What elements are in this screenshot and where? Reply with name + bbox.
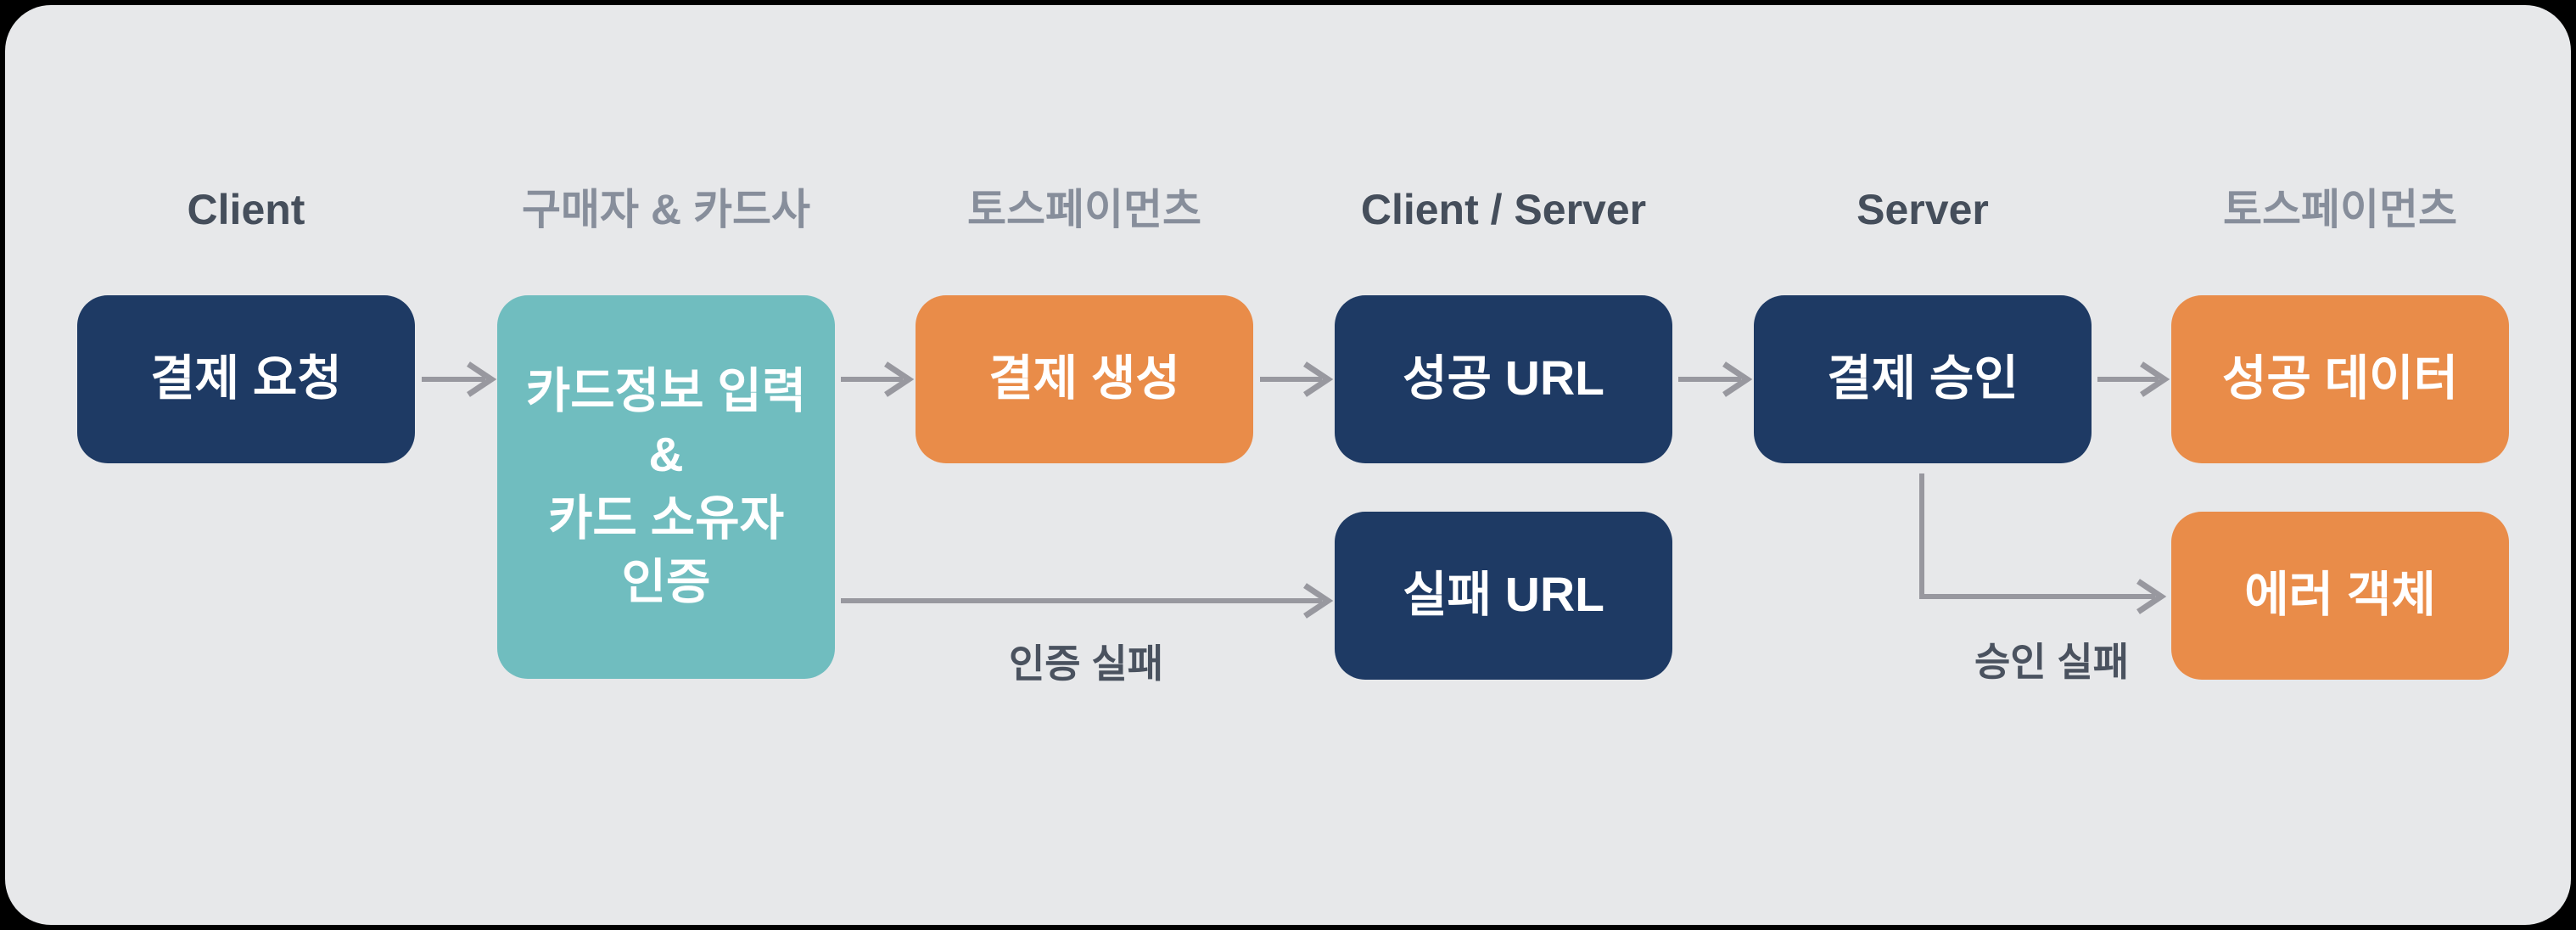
column-header-client: Client bbox=[187, 186, 305, 233]
node-card-info-input-auth: 카드정보 입력 & 카드 소유자 인증 bbox=[497, 295, 835, 679]
column-header-client-server: Client / Server bbox=[1360, 186, 1647, 233]
column-header-tosspayments-1: 토스페이먼츠 bbox=[967, 186, 1201, 233]
node-fail-url: 실패 URL bbox=[1335, 512, 1672, 680]
column-header-buyer-card-company: 구매자 & 카드사 bbox=[522, 186, 810, 233]
node-payment-approve: 결제 승인 bbox=[1754, 295, 2092, 463]
edge-label-approve-fail: 승인 실패 bbox=[1974, 640, 2130, 684]
edge-label-auth-fail: 인증 실패 bbox=[1008, 641, 1164, 686]
column-header-tosspayments-2: 토스페이먼츠 bbox=[2223, 186, 2457, 233]
column-header-server: Server bbox=[1856, 186, 1989, 233]
node-success-url: 성공 URL bbox=[1335, 295, 1672, 463]
node-error-object: 에러 객체 bbox=[2171, 512, 2509, 680]
diagram-panel bbox=[5, 5, 2571, 925]
node-payment-create: 결제 생성 bbox=[916, 295, 1253, 463]
node-success-data: 성공 데이터 bbox=[2171, 295, 2509, 463]
node-payment-request: 결제 요청 bbox=[77, 295, 415, 463]
